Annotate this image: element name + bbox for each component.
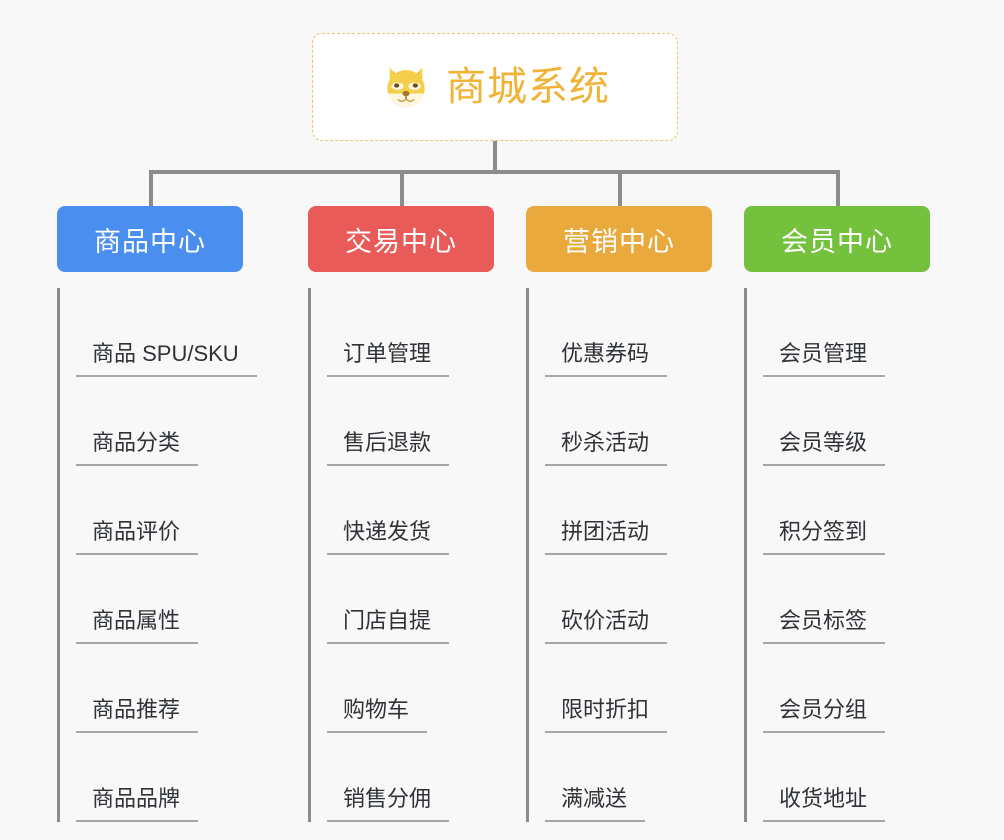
connector-horizontal-bus — [149, 170, 838, 174]
leaf-label: 优惠券码 — [545, 339, 668, 377]
leaf-label: 门店自提 — [327, 606, 450, 644]
leaf-item[interactable]: 秒杀活动 — [545, 377, 712, 466]
category-label: 会员中心 — [781, 226, 893, 257]
column-member-center: 会员中心 会员管理 会员等级 积分签到 会员标签 会员分组 收货地址 — [744, 206, 930, 822]
leaf-list-member-center: 会员管理 会员等级 积分签到 会员标签 会员分组 收货地址 — [744, 288, 930, 822]
leaf-item[interactable]: 会员分组 — [763, 644, 930, 733]
leaf-item[interactable]: 快递发货 — [327, 466, 494, 555]
leaf-label: 积分签到 — [763, 517, 886, 555]
leaf-label: 限时折扣 — [545, 695, 668, 733]
leaf-item[interactable]: 商品品牌 — [76, 733, 243, 822]
leaf-label: 会员管理 — [763, 339, 886, 377]
connector-drop-product-center — [149, 170, 153, 208]
root-title: 商城系统 — [446, 65, 610, 109]
leaf-label: 收货地址 — [763, 784, 886, 822]
leaf-item[interactable]: 收货地址 — [763, 733, 930, 822]
leaf-item[interactable]: 商品属性 — [76, 555, 243, 644]
category-label: 交易中心 — [345, 226, 457, 257]
leaf-item[interactable]: 会员标签 — [763, 555, 930, 644]
leaf-item[interactable]: 购物车 — [327, 644, 494, 733]
connector-drop-member-center — [836, 170, 840, 208]
leaf-label: 拼团活动 — [545, 517, 668, 555]
leaf-item[interactable]: 会员等级 — [763, 377, 930, 466]
leaf-label: 快递发货 — [327, 517, 450, 555]
leaf-item[interactable]: 商品 SPU/SKU — [76, 288, 257, 377]
leaf-item[interactable]: 积分签到 — [763, 466, 930, 555]
leaf-item[interactable]: 商品评价 — [76, 466, 243, 555]
leaf-label: 商品推荐 — [76, 695, 199, 733]
category-box-trade-center[interactable]: 交易中心 — [308, 206, 494, 272]
leaf-label: 秒杀活动 — [545, 428, 668, 466]
leaf-label: 订单管理 — [327, 339, 450, 377]
category-label: 商品中心 — [94, 226, 206, 257]
leaf-item[interactable]: 订单管理 — [327, 288, 494, 377]
leaf-label: 会员标签 — [763, 606, 886, 644]
connector-root-stem — [493, 141, 497, 173]
connector-drop-trade-center — [400, 170, 404, 208]
leaf-item[interactable]: 商品推荐 — [76, 644, 243, 733]
column-marketing-center: 营销中心 优惠券码 秒杀活动 拼团活动 砍价活动 限时折扣 满减送 — [526, 206, 712, 822]
leaf-label: 商品品牌 — [76, 784, 199, 822]
column-product-center: 商品中心 商品 SPU/SKU 商品分类 商品评价 商品属性 商品推荐 商品品牌 — [57, 206, 257, 822]
column-trade-center: 交易中心 订单管理 售后退款 快递发货 门店自提 购物车 销售分佣 — [308, 206, 494, 822]
leaf-label: 商品 SPU/SKU — [76, 339, 257, 377]
dog-face-icon — [387, 67, 425, 109]
category-box-member-center[interactable]: 会员中心 — [744, 206, 930, 272]
leaf-label: 会员等级 — [763, 428, 886, 466]
leaf-list-product-center: 商品 SPU/SKU 商品分类 商品评价 商品属性 商品推荐 商品品牌 — [57, 288, 257, 822]
leaf-label: 砍价活动 — [545, 606, 668, 644]
connector-drop-marketing-center — [618, 170, 622, 208]
category-box-marketing-center[interactable]: 营销中心 — [526, 206, 712, 272]
leaf-label: 销售分佣 — [327, 784, 450, 822]
leaf-label: 购物车 — [327, 695, 428, 733]
category-box-product-center[interactable]: 商品中心 — [57, 206, 243, 272]
leaf-item[interactable]: 商品分类 — [76, 377, 243, 466]
category-label: 营销中心 — [563, 226, 675, 257]
leaf-item[interactable]: 售后退款 — [327, 377, 494, 466]
root-node-mall-system[interactable]: 商城系统 — [312, 33, 678, 141]
leaf-item[interactable]: 砍价活动 — [545, 555, 712, 644]
leaf-item[interactable]: 销售分佣 — [327, 733, 494, 822]
leaf-item[interactable]: 拼团活动 — [545, 466, 712, 555]
leaf-list-trade-center: 订单管理 售后退款 快递发货 门店自提 购物车 销售分佣 — [308, 288, 494, 822]
leaf-list-marketing-center: 优惠券码 秒杀活动 拼团活动 砍价活动 限时折扣 满减送 — [526, 288, 712, 822]
leaf-label: 商品分类 — [76, 428, 199, 466]
leaf-label: 商品评价 — [76, 517, 199, 555]
leaf-label: 售后退款 — [327, 428, 450, 466]
leaf-item[interactable]: 满减送 — [545, 733, 712, 822]
leaf-label: 商品属性 — [76, 606, 199, 644]
leaf-label: 满减送 — [545, 784, 646, 822]
leaf-label: 会员分组 — [763, 695, 886, 733]
leaf-item[interactable]: 优惠券码 — [545, 288, 712, 377]
leaf-item[interactable]: 限时折扣 — [545, 644, 712, 733]
leaf-item[interactable]: 会员管理 — [763, 288, 930, 377]
leaf-item[interactable]: 门店自提 — [327, 555, 494, 644]
